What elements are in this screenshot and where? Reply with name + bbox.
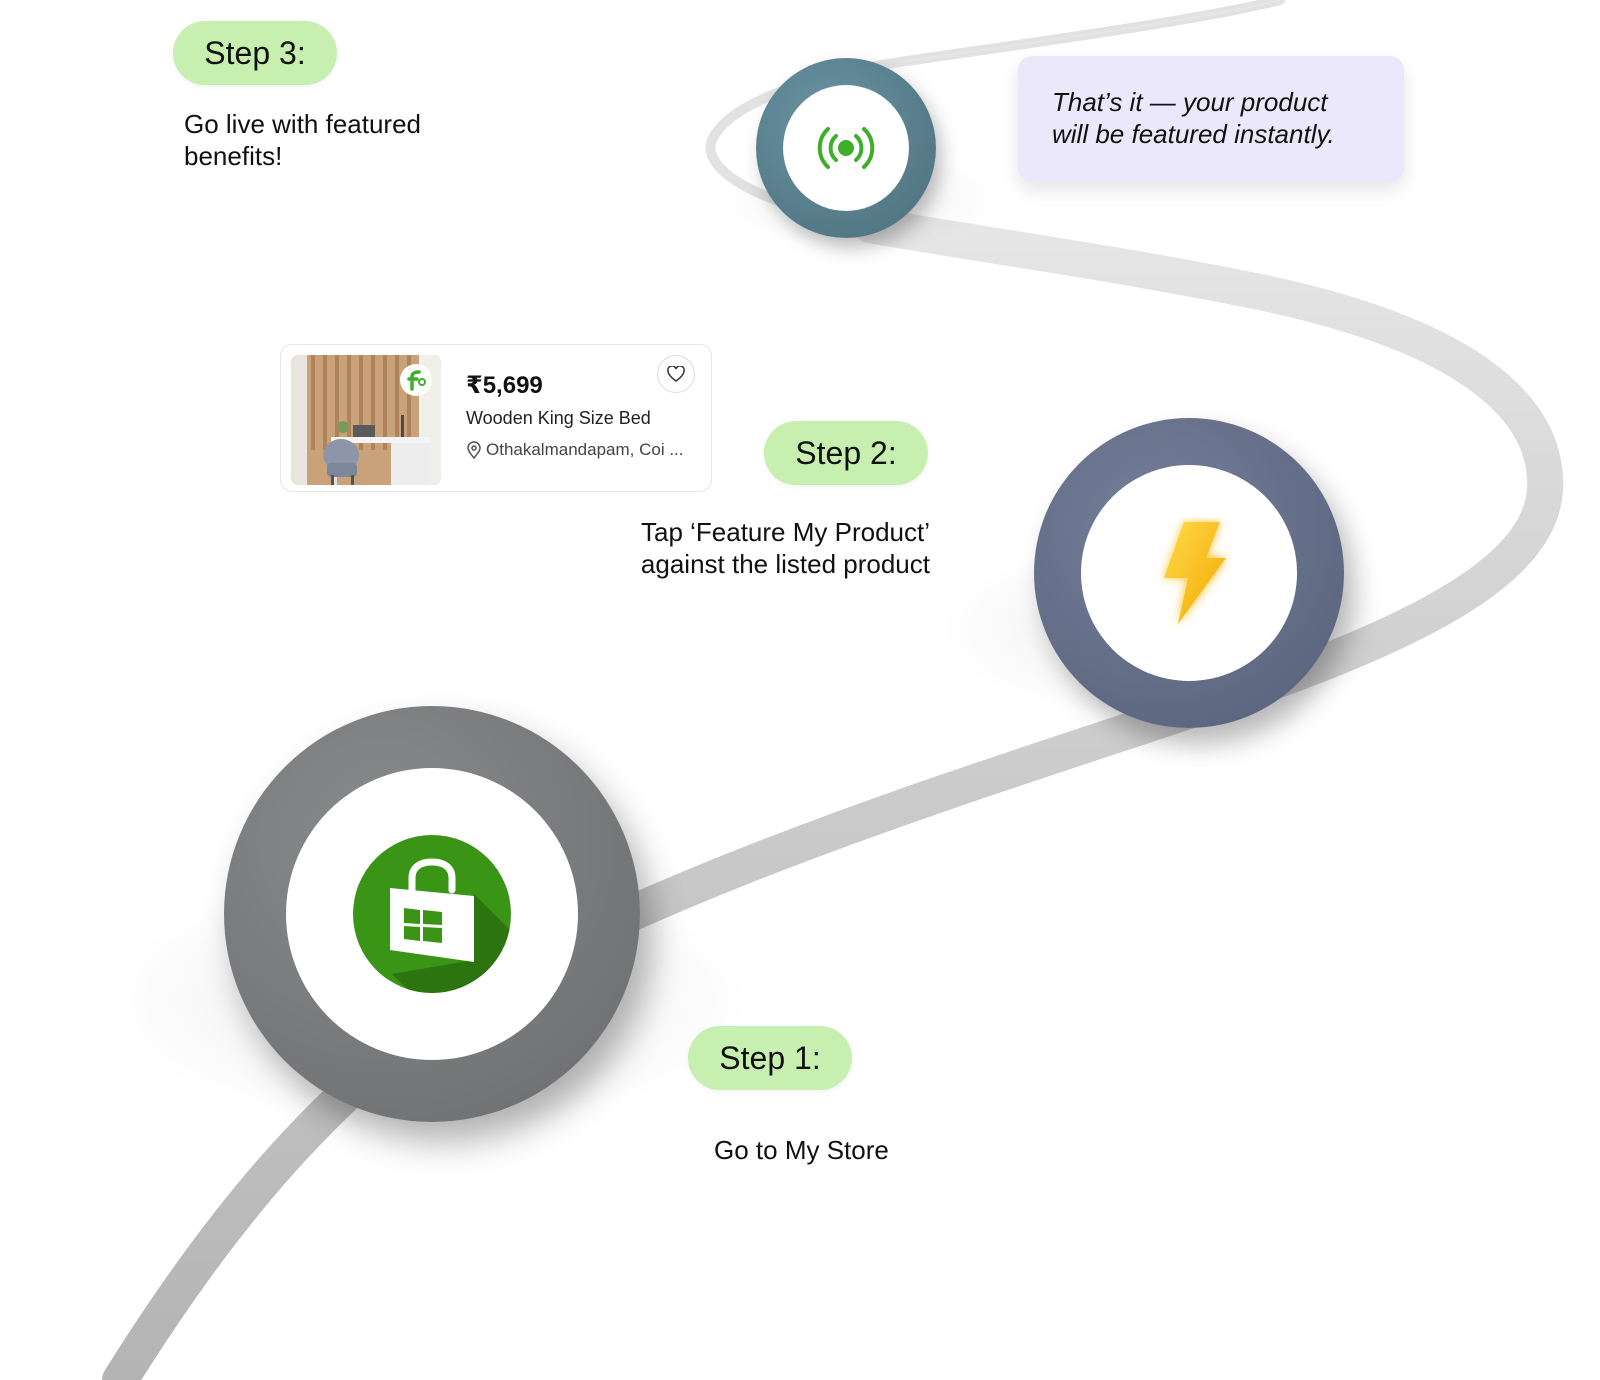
step-2-pill: Step 2: xyxy=(764,421,928,485)
step-3-description-line1: Go live with featured xyxy=(184,109,422,139)
step-2-node xyxy=(1034,418,1344,728)
product-location: Othakalmandapam, Coi ... xyxy=(466,440,683,460)
step-3-node xyxy=(756,58,936,238)
heart-icon xyxy=(667,366,685,382)
step-1-node xyxy=(224,706,640,1122)
product-price: ₹5,699 xyxy=(466,372,543,399)
product-card[interactable]: ₹5,699 Wooden King Size Bed Othakalmanda… xyxy=(280,344,712,492)
product-location-text: Othakalmandapam, Coi ... xyxy=(486,440,684,459)
step-2-description-line1: Tap ‘Feature My Product’ xyxy=(640,517,930,547)
bedroom-desk-image xyxy=(291,355,441,485)
step-3-pill: Step 3: xyxy=(173,21,337,85)
callout-line2: will be featured instantly. xyxy=(1052,119,1335,149)
step-2-description-line2: against the listed product xyxy=(640,549,930,579)
callout-line1: That’s it — your product xyxy=(1052,87,1328,117)
step-3-description-line2: benefits! xyxy=(184,141,283,171)
lightning-bolt-icon xyxy=(1164,522,1226,624)
step-2-description: Tap ‘Feature My Product’ against the lis… xyxy=(600,516,930,580)
favorite-button[interactable] xyxy=(657,355,695,393)
step-3-description: Go live with featured benefits! xyxy=(184,108,421,172)
store-bag-icon xyxy=(353,835,511,993)
location-pin-icon xyxy=(467,441,481,459)
featured-callout: That’s it — your product will be feature… xyxy=(1018,56,1404,182)
brand-badge-icon xyxy=(400,364,432,396)
step-1-pill: Step 1: xyxy=(688,1026,852,1090)
product-name: Wooden King Size Bed xyxy=(466,408,651,428)
broadcast-live-icon xyxy=(817,127,875,169)
step-1-description: Go to My Store xyxy=(714,1135,889,1165)
